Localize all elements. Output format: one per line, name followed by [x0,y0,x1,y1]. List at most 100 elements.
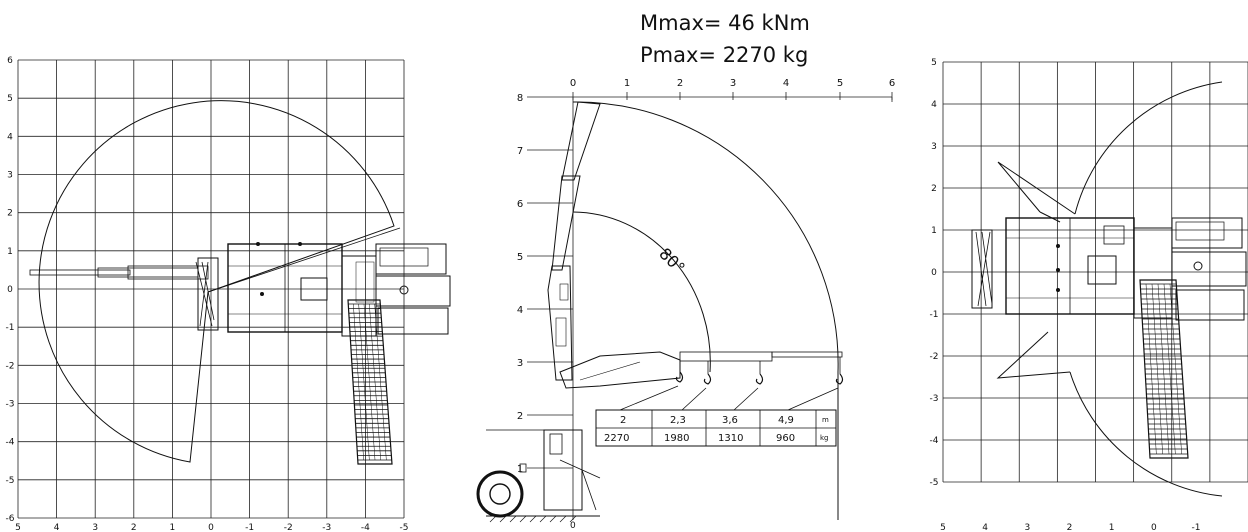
x-axis-label: 1 [170,523,176,532]
x-axis-label: 4 [982,523,988,532]
x-axis-label: 1 [624,78,630,89]
x-axis-label: -1 [1192,523,1201,532]
side-crane-base [519,429,601,511]
left-plan-y-axis-labels: 6 5 4 3 2 1 0 -1 -2 -3 -4 -5 -6 [6,56,15,524]
y-axis-label: 6 [7,56,13,66]
right-machine-body [1005,217,1135,315]
x-axis-label: -1 [245,523,254,532]
reach-unit: m [822,416,829,424]
y-axis-label: 3 [931,142,937,152]
left-slewing-radius-line [207,227,401,293]
reach-cell-2: 2,3 [670,415,686,426]
load-unit: kg [820,434,829,442]
left-crane-base [195,257,219,331]
x-axis-label: 3 [1024,523,1030,532]
right-crane-base [971,229,993,309]
hook-reach-3-6 [755,361,764,385]
left-plan-grid [17,59,405,519]
y-axis-label: 1 [7,247,13,257]
right-slewing-upper-notch [997,161,1076,215]
y-axis-label: -2 [930,352,939,362]
y-axis-label: 7 [517,146,523,157]
mmax-label: Mmax= 46 kNm [640,11,810,35]
y-axis-label: 2 [517,411,523,422]
y-axis-label: 6 [517,199,523,210]
right-slewing-lower-notch [996,331,1071,379]
y-axis-label: 5 [931,58,937,68]
y-axis-label: 4 [517,305,523,316]
x-axis-label: -5 [400,523,409,532]
hook-reach-2 [675,360,684,383]
y-axis-label: -6 [6,514,15,524]
y-axis-label: 0 [7,285,13,295]
left-plan-view: 6 5 4 3 2 1 0 -1 -2 -3 -4 -5 -6 5 4 3 2 1 0 -1 -2 -3 -4 -5 [6,56,451,532]
x-axis-label: -4 [361,523,370,532]
y-axis-label: -3 [6,400,15,410]
x-axis-label: 5 [940,523,946,532]
y-axis-label: 2 [7,209,13,219]
y-axis-label: -1 [6,323,15,333]
hook-reach-2-3 [703,361,712,385]
x-axis-label: 4 [54,523,60,532]
boom-angle-label: 80° [655,244,688,277]
y-axis-label: 8 [517,93,523,104]
side-view-x-axis-labels: 0 1 2 3 4 5 6 [570,78,895,89]
max-reach-arc [572,101,839,520]
y-axis-label: 2 [931,184,937,194]
right-plan-grid [942,61,1248,483]
y-axis-label: 4 [931,100,937,110]
x-axis-label: 5 [837,78,843,89]
x-axis-label: 1 [1109,523,1115,532]
y-axis-label: -1 [930,310,939,320]
y-axis-label: -2 [6,361,15,371]
reach-cell-4: 4,9 [778,415,794,426]
left-machine-body [227,242,343,333]
x-axis-label: 0 [1151,523,1157,532]
horizontal-boom [559,351,843,389]
ground-zero-label: 0 [570,521,576,531]
y-axis-label: 3 [7,171,13,181]
load-chart-table: 2 2,3 3,6 4,9 m 2270 1980 1310 960 kg [595,409,837,447]
left-slewing-area [38,100,395,463]
x-axis-label: 2 [677,78,683,89]
side-view-grid [527,92,893,520]
y-axis-label: 5 [7,94,13,104]
x-axis-label: 4 [783,78,789,89]
side-machine-body: 0 [476,429,600,531]
reach-cell-3: 3,6 [722,415,738,426]
x-axis-label: 5 [15,523,21,532]
side-view: 0 1 2 3 4 5 6 8 7 6 5 4 3 2 1 80° [476,78,895,531]
y-axis-label: -3 [930,394,939,404]
y-axis-label: -4 [6,438,15,448]
x-axis-label: 3 [92,523,98,532]
x-axis-label: 6 [889,78,895,89]
hook-reach-4-9 [835,357,844,385]
load-cell-4: 960 [776,433,795,444]
y-axis-label: 0 [931,268,937,278]
x-axis-label: 2 [131,523,137,532]
y-axis-label: 3 [517,358,523,369]
right-track [1139,279,1189,459]
reach-cell-1: 2 [620,415,626,426]
x-axis-label: -3 [322,523,331,532]
y-axis-label: -5 [6,476,15,486]
y-axis-label: 4 [7,132,13,142]
pmax-label: Pmax= 2270 kg [640,43,808,67]
y-axis-label: 5 [517,252,523,263]
x-axis-label: 0 [570,78,576,89]
x-axis-label: 2 [1067,523,1073,532]
inner-reach-arc [572,211,711,373]
right-plan-x-axis-labels: 5 4 3 2 1 0 -1 [940,523,1200,532]
right-slewing-upper-arc [1074,81,1223,215]
right-slewing-lower-arc [1069,371,1223,497]
load-cell-2: 1980 [664,433,689,444]
left-boom [29,265,209,280]
x-axis-label: 3 [730,78,736,89]
x-axis-label: 0 [208,523,214,532]
load-cell-3: 1310 [718,433,743,444]
